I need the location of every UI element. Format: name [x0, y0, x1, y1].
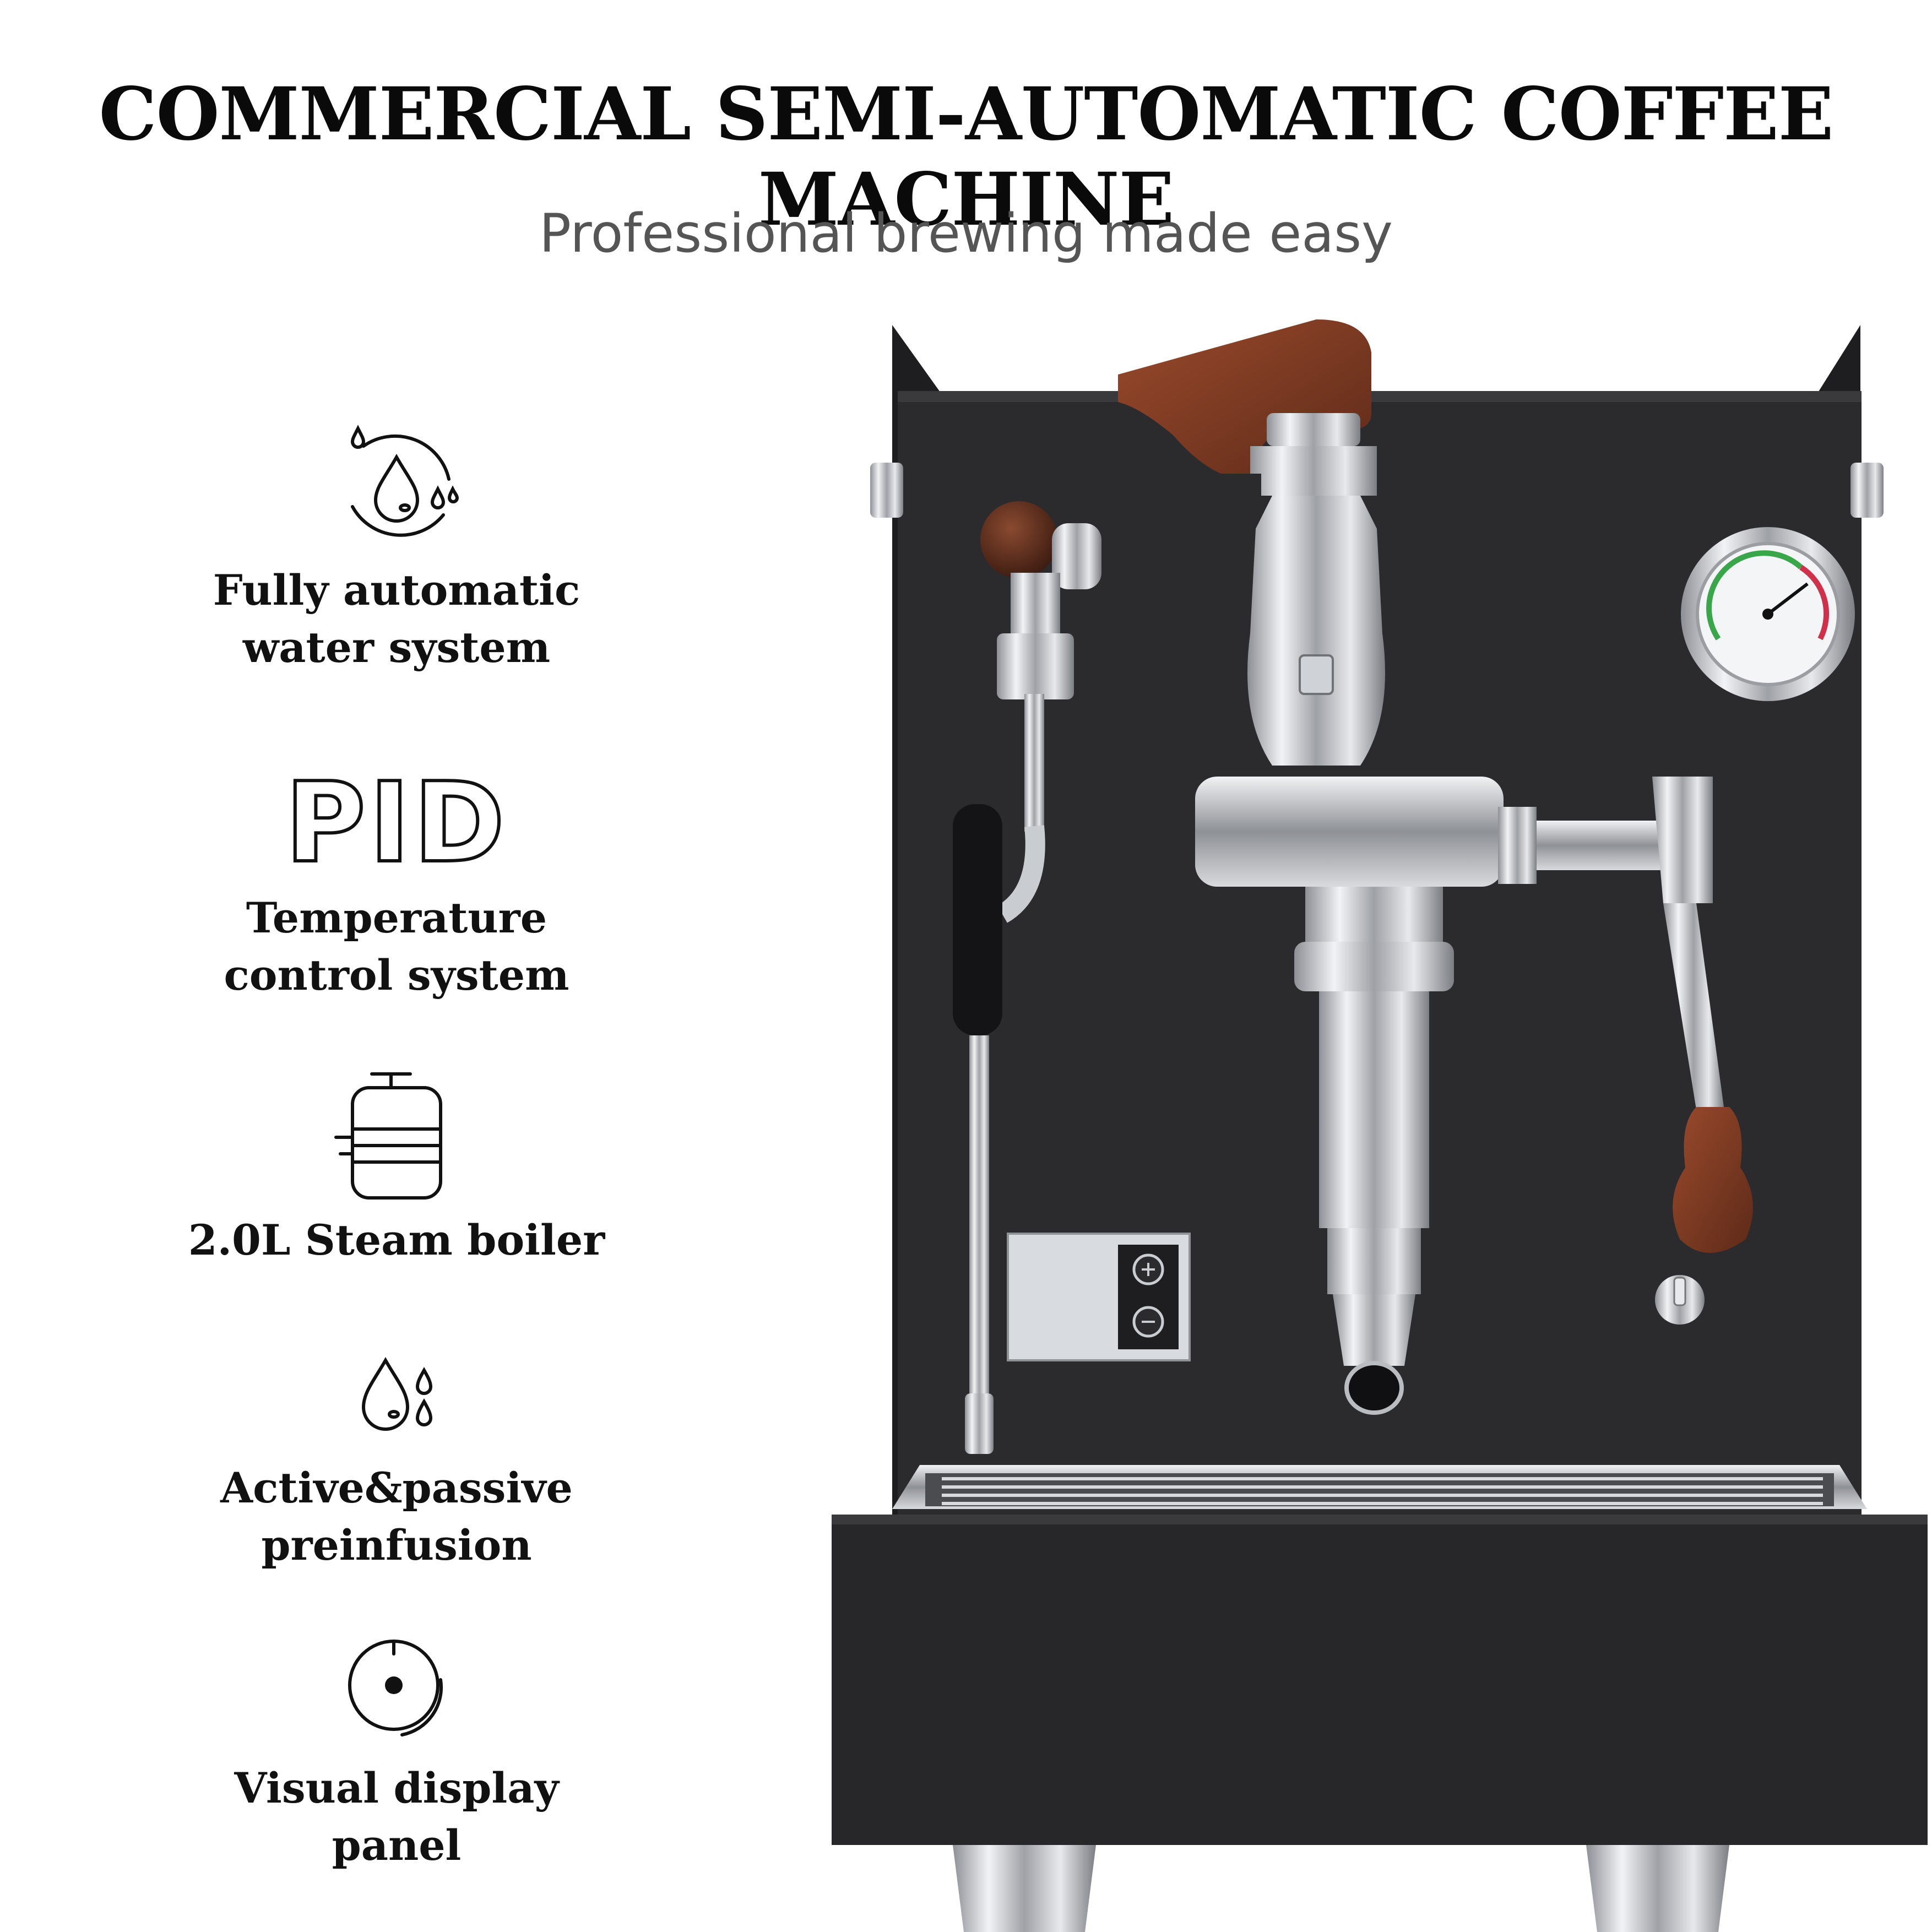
feature-label: Fully automatic [213, 566, 580, 615]
display-dial-icon [348, 1640, 443, 1736]
feature-pid: PID Temperature control system [154, 759, 639, 1004]
feature-label: 2.0L Steam boiler [188, 1215, 605, 1265]
feature-steam-boiler: 2.0L Steam boiler [154, 1068, 639, 1269]
feature-label: Temperature [246, 893, 547, 942]
pid-text-icon: PID [283, 759, 508, 887]
feature-label: water system [242, 623, 551, 672]
page-subtitle: Professional brewing made easy [539, 203, 1393, 264]
feature-water-system: Fully automatic water system [154, 419, 639, 676]
water-cycle-icon [350, 425, 459, 537]
feature-display-panel: Visual display panel [154, 1627, 639, 1874]
feature-label: control system [224, 951, 569, 1000]
droplets-icon [361, 1356, 433, 1431]
page-title: COMMERCIAL SEMI-AUTOMATIC COFFEE MACHINE [99, 72, 1834, 242]
feature-label: Visual display [234, 1763, 559, 1812]
coffee-machine-photo [832, 319, 1928, 1932]
feature-preinfusion: Active&passive preinfusion [154, 1355, 639, 1574]
feature-label: preinfusion [261, 1521, 532, 1570]
feature-label: panel [332, 1821, 462, 1870]
feature-label: Active&passive [220, 1463, 573, 1512]
boiler-icon [334, 1072, 442, 1200]
